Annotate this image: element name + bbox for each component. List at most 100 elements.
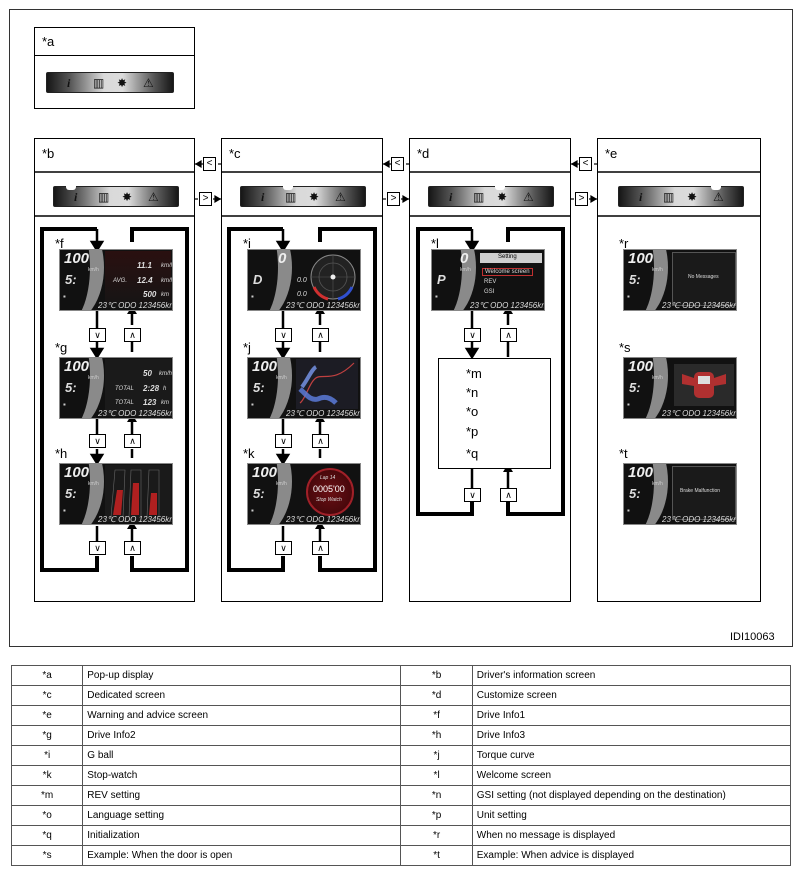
nav-left-button[interactable]: <: [579, 157, 592, 171]
gear-icon: ✸: [122, 190, 133, 204]
drive-info3-screen: 100 km/h 5: ▪ 23℃ ODO 123456km: [59, 463, 173, 525]
legend-value: REV setting: [82, 785, 402, 806]
odometer: 23℃ ODO 123456km: [98, 301, 173, 310]
speed-unit: km/h: [276, 481, 287, 487]
up-button[interactable]: ∧: [312, 541, 329, 555]
down-button[interactable]: ∨: [464, 328, 481, 342]
nav-right-button[interactable]: >: [199, 192, 212, 206]
nav-right-button[interactable]: >: [575, 192, 588, 206]
customize-item: *o: [466, 404, 479, 419]
drive-info-value: 123: [143, 398, 157, 407]
legend-key: *s: [10, 845, 84, 866]
up-button[interactable]: ∧: [312, 328, 329, 342]
nav-left-button[interactable]: <: [391, 157, 404, 171]
gear-indicator: 5:: [629, 272, 641, 287]
legend-key: *m: [10, 785, 84, 806]
legend-value: Customize screen: [471, 685, 792, 706]
legend-key: *g: [10, 725, 84, 746]
up-button[interactable]: ∧: [500, 328, 517, 342]
down-button[interactable]: ∨: [275, 328, 292, 342]
up-button[interactable]: ∧: [500, 488, 517, 502]
legend-key: *i: [10, 745, 84, 766]
stopwatch-dial: [306, 468, 354, 516]
speed-readout: 0: [460, 250, 469, 267]
label-l: *l: [431, 236, 439, 251]
setting-item: REV: [484, 279, 497, 285]
stopwatch-lap: Lap 14: [320, 475, 336, 481]
legend-key: *b: [400, 665, 473, 686]
popup-bar-d: i ▥ ✸ ⚠: [428, 186, 554, 207]
stopwatch-screen: 100 km/h 5: ▪ Lap 14 0005'00 Stop Watch …: [247, 463, 361, 525]
door-open-screen: 100 km/h 5: ▪ 23℃ ODO 123456km: [623, 357, 737, 419]
legend-value: GSI setting (not displayed depending on …: [471, 785, 792, 806]
speed-readout: 100: [252, 358, 278, 375]
drive-info-value: 12.4: [137, 276, 153, 285]
fuel-icon: ▪: [63, 292, 66, 301]
graph-icon: ▥: [98, 190, 110, 204]
gear-icon: ✸: [497, 190, 508, 204]
up-button[interactable]: ∧: [124, 434, 141, 448]
no-message-screen: 100 km/h 5: ▪ No Messages 23℃ ODO 123456…: [623, 249, 737, 311]
speed-unit: km/h: [652, 481, 663, 487]
warning-icon: ⚠: [335, 190, 346, 204]
odometer: 23℃ ODO 123456km: [470, 301, 545, 310]
stopwatch-time: 0005'00: [313, 484, 345, 494]
legend-key: *a: [10, 665, 84, 686]
legend-key: *f: [400, 705, 473, 726]
customize-items-box: [438, 358, 551, 469]
odometer: 23℃ ODO 123456km: [286, 301, 361, 310]
info-icon: i: [449, 190, 453, 204]
legend-key: *p: [400, 805, 473, 826]
up-button[interactable]: ∧: [124, 541, 141, 555]
label-b: *b: [42, 146, 55, 161]
odometer: 23℃ ODO 123456km: [286, 515, 361, 524]
legend-value: Drive Info2: [82, 725, 402, 746]
gear-icon: ✸: [309, 190, 320, 204]
up-button[interactable]: ∧: [312, 434, 329, 448]
info-icon: i: [67, 76, 71, 90]
figure-id: IDI10063: [730, 631, 775, 643]
down-button[interactable]: ∨: [464, 488, 481, 502]
popup-bar-c: i ▥ ✸ ⚠: [240, 186, 366, 207]
speed-readout: 100: [252, 464, 278, 481]
warning-icon: ⚠: [148, 190, 159, 204]
down-button[interactable]: ∨: [275, 434, 292, 448]
down-button[interactable]: ∨: [89, 434, 106, 448]
gear-indicator: P: [437, 272, 446, 287]
nav-left-button[interactable]: <: [203, 157, 216, 171]
graph-icon: ▥: [473, 190, 485, 204]
nav-right-button[interactable]: >: [387, 192, 400, 206]
up-button[interactable]: ∧: [124, 328, 141, 342]
down-button[interactable]: ∨: [89, 328, 106, 342]
legend-key: *n: [400, 785, 473, 806]
popup-divider: [34, 55, 195, 57]
legend-value: Stop-watch: [82, 765, 402, 786]
label-r: *r: [619, 236, 629, 251]
legend-value: G ball: [82, 745, 402, 766]
legend-key: *j: [400, 745, 473, 766]
speed-unit: km/h: [652, 267, 663, 273]
down-button[interactable]: ∨: [275, 541, 292, 555]
stopwatch-label: Stop Watch: [316, 497, 342, 503]
gear-indicator: 5:: [253, 380, 265, 395]
message-area: [672, 466, 736, 520]
setting-title-bar: [480, 253, 542, 263]
drive-info1-screen: 100 km/h 5: ▪ 11.1 km/l AVG. 12.4 km/l 5…: [59, 249, 173, 311]
legend-key: *q: [10, 825, 84, 846]
fuel-icon: ▪: [627, 292, 630, 301]
down-button[interactable]: ∨: [89, 541, 106, 555]
info-icon: i: [639, 190, 643, 204]
info-icon: i: [261, 190, 265, 204]
speed-readout: 100: [64, 250, 90, 267]
speed-unit: km/h: [88, 481, 99, 487]
label-g: *g: [55, 340, 68, 355]
speed-readout: 100: [628, 358, 654, 375]
odometer: 23℃ ODO 123456km: [98, 409, 173, 418]
fuel-icon: ▪: [435, 292, 438, 301]
fuel-icon: ▪: [251, 292, 254, 301]
